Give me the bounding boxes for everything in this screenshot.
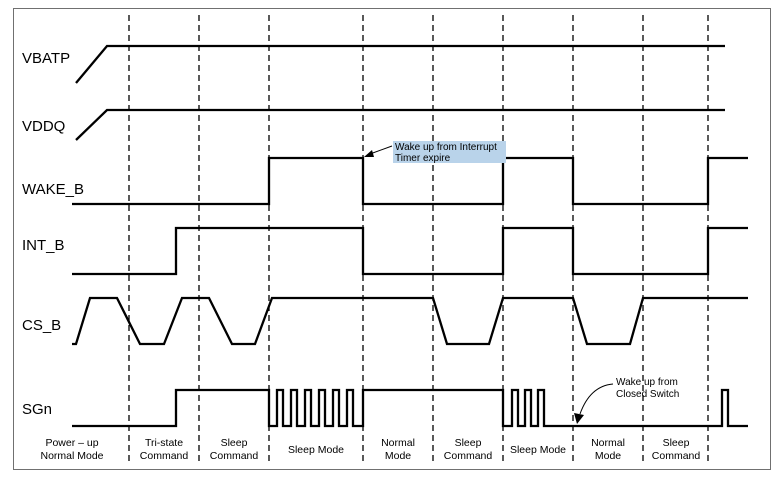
annotation-closed-switch-arrow — [579, 383, 614, 415]
annotation-closed-switch-line-1: Wake up from — [616, 377, 678, 388]
phase-labels: Power – up Normal Mode Tri-state Command… — [40, 437, 700, 462]
phase-label-sleep-cmd-1-line-2: Command — [210, 450, 259, 462]
waveform-sgn — [72, 388, 748, 428]
phase-label-sleep-mode-1: Sleep Mode — [288, 444, 344, 456]
signal-label-sgn: SGn — [22, 401, 52, 418]
annotation-closed-switch-arrowhead — [574, 413, 584, 424]
annotation-interrupt-line-2: Timer expire — [395, 153, 451, 164]
annotation-interrupt-arrow — [369, 145, 393, 155]
annotation-interrupt-line-1: Wake up from Interrupt — [395, 142, 497, 153]
phase-label-power-up-line-1: Power – up — [45, 437, 98, 449]
annotation-interrupt: Wake up from Interrupt Timer expire — [364, 141, 506, 164]
phase-label-sleep-cmd-3-line-2: Command — [652, 450, 701, 462]
signal-label-cs-b: CS_B — [22, 317, 61, 334]
phase-label-sleep-cmd-1-line-1: Sleep — [221, 437, 248, 449]
phase-label-sleep-cmd-2-line-1: Sleep — [455, 437, 482, 449]
waveform-vddq — [75, 108, 725, 141]
signal-label-int-b: INT_B — [22, 237, 65, 254]
phase-label-sleep-mode-2: Sleep Mode — [510, 444, 566, 456]
signal-label-vddq: VDDQ — [22, 118, 65, 135]
phase-label-sleep-cmd-2-line-2: Command — [444, 450, 493, 462]
phase-label-normal-mode-2-line-1: Normal — [591, 437, 625, 449]
annotation-closed-switch: Wake up from Closed Switch — [574, 377, 679, 424]
signal-labels: VBATP VDDQ WAKE_B INT_B CS_B SGn — [22, 50, 84, 418]
annotation-interrupt-arrowhead — [364, 150, 374, 157]
waveform-vbatp — [75, 44, 725, 84]
diagram-frame — [13, 8, 771, 470]
waveform-wake-b — [72, 156, 748, 206]
annotation-interrupt-highlight — [393, 141, 506, 163]
signal-label-vbatp: VBATP — [22, 50, 70, 67]
waveform-cs-b — [72, 296, 748, 346]
phase-label-sleep-cmd-3-line-1: Sleep — [663, 437, 690, 449]
phase-label-power-up-line-2: Normal Mode — [40, 450, 103, 462]
annotation-closed-switch-line-2: Closed Switch — [616, 389, 679, 400]
phase-label-normal-mode-1-line-1: Normal — [381, 437, 415, 449]
waveforms — [72, 44, 748, 428]
waveform-int-b — [72, 226, 748, 276]
phase-label-tri-state-line-2: Command — [140, 450, 189, 462]
signal-label-wake-b: WAKE_B — [22, 181, 84, 198]
phase-label-normal-mode-1-line-2: Mode — [385, 450, 411, 462]
phase-label-normal-mode-2-line-2: Mode — [595, 450, 621, 462]
phase-label-tri-state-line-1: Tri-state — [145, 437, 183, 449]
